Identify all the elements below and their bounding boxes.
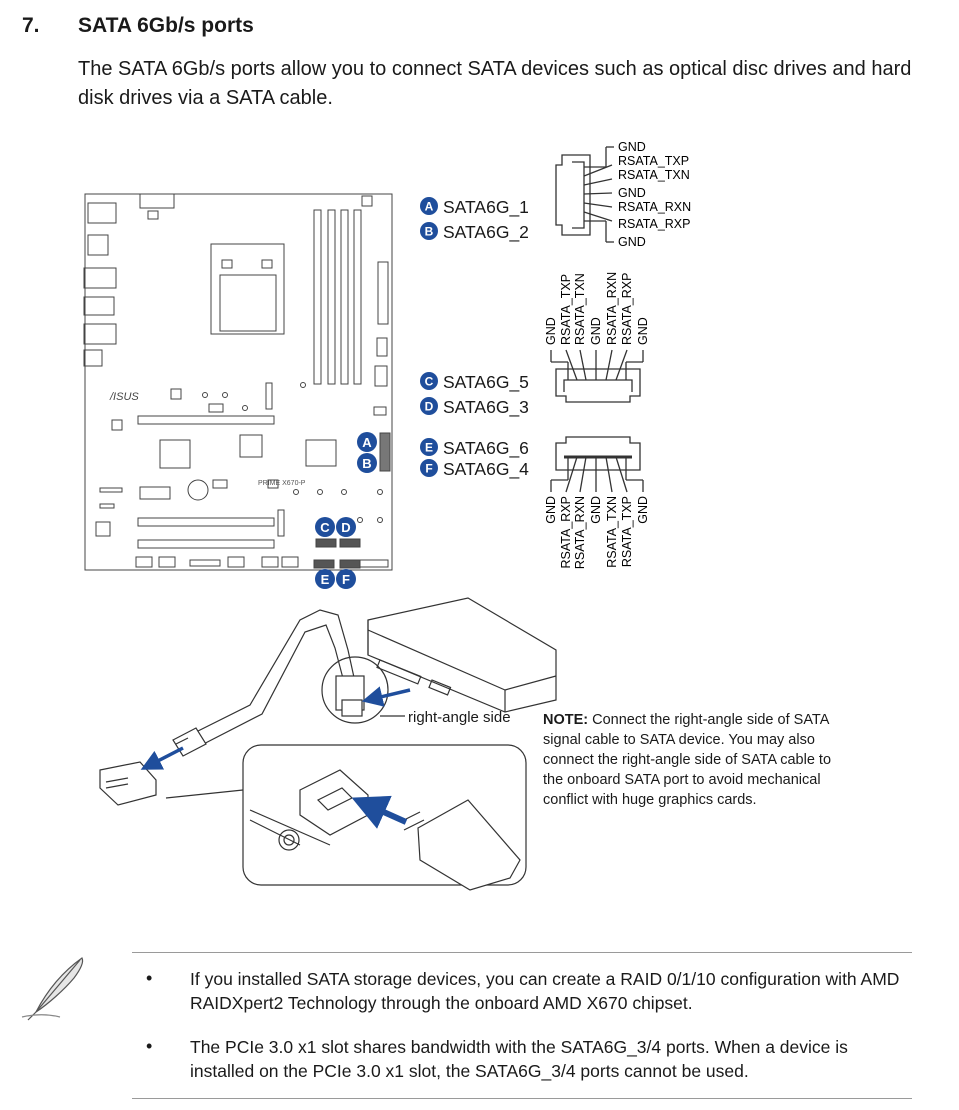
port-label-sata6g-2: SATA6G_2 <box>443 222 529 243</box>
motherboard-illustration <box>83 193 393 571</box>
svg-text:GND: GND <box>589 496 603 524</box>
pinout-ab-labels: GND RSATA_TXP RSATA_TXN GND RSATA_RXN RS… <box>618 140 691 249</box>
svg-text:RSATA_RXP: RSATA_RXP <box>559 496 573 568</box>
svg-text:GND: GND <box>636 496 650 524</box>
svg-text:GND: GND <box>618 186 646 200</box>
svg-text:GND: GND <box>544 496 558 524</box>
section-title: SATA 6Gb/s ports <box>78 14 254 37</box>
svg-text:GND: GND <box>544 317 558 345</box>
port-label-sata6g-6: SATA6G_6 <box>443 438 529 459</box>
pinout-cd-labels: GND RSATA_TXP RSATA_TXN GND RSATA_RXN RS… <box>544 272 650 345</box>
port-label-sata6g-5: SATA6G_5 <box>443 372 529 393</box>
intro-paragraph: The SATA 6Gb/s ports allow you to connec… <box>78 58 912 109</box>
right-angle-callout: right-angle side <box>408 709 511 726</box>
board-badge-a: A <box>362 435 372 450</box>
svg-text:GND: GND <box>618 140 646 154</box>
svg-text:RSATA_RXP: RSATA_RXP <box>618 217 690 231</box>
board-badge-f: F <box>342 572 350 587</box>
tip-raid: If you installed SATA storage devices, y… <box>190 969 900 1013</box>
port-label-sata6g-4: SATA6G_4 <box>443 459 529 480</box>
svg-text:RSATA_TXN: RSATA_TXN <box>605 496 619 568</box>
board-badge-b: B <box>362 456 371 471</box>
port-label-sata6g-1: SATA6G_1 <box>443 197 529 218</box>
svg-text:RSATA_RXN: RSATA_RXN <box>605 272 619 345</box>
bullet-2: • <box>146 1036 153 1056</box>
svg-text:RSATA_TXP: RSATA_TXP <box>620 496 634 567</box>
board-badges: A B C D E F <box>315 432 377 589</box>
pinout-cd <box>550 349 644 403</box>
board-badge-c: C <box>320 520 330 535</box>
svg-text:RSATA_RXN: RSATA_RXN <box>618 200 691 214</box>
svg-text:E: E <box>425 441 433 455</box>
insert-arrows <box>140 686 411 829</box>
board-badge-e: E <box>321 572 330 587</box>
pinout-ab <box>555 146 614 243</box>
svg-text:GND: GND <box>636 317 650 345</box>
svg-text:RSATA_RXN: RSATA_RXN <box>573 496 587 569</box>
board-badge-d: D <box>341 520 350 535</box>
tips-top-rule <box>132 952 912 953</box>
svg-text:F: F <box>425 462 432 476</box>
svg-text:RSATA_TXN: RSATA_TXN <box>573 273 587 345</box>
svg-text:RSATA_TXP: RSATA_TXP <box>559 274 573 345</box>
section-number: 7. <box>22 14 40 37</box>
svg-text:GND: GND <box>589 317 603 345</box>
svg-text:RSATA_TXN: RSATA_TXN <box>618 168 690 182</box>
port-labels: A SATA6G_1 B SATA6G_2 C SATA6G_5 D SATA6… <box>420 197 529 480</box>
note-text: Connect the right-angle side of SATA sig… <box>543 712 832 808</box>
feather-pen-icon <box>21 957 84 1021</box>
cable-drive-illustration <box>99 597 557 891</box>
note-block: NOTE: Connect the right-angle side of SA… <box>543 710 843 810</box>
tips-bottom-rule <box>132 1098 912 1099</box>
board-model-label: PRIME X670-P <box>258 480 306 487</box>
board-brand-logo: /ISUS <box>109 391 139 403</box>
tip-pcie-sharing: The PCIe 3.0 x1 slot shares bandwidth wi… <box>190 1037 848 1081</box>
svg-text:RSATA_RXP: RSATA_RXP <box>620 273 634 345</box>
svg-text:B: B <box>425 225 434 239</box>
note-label: NOTE: <box>543 712 589 728</box>
port-label-sata6g-3: SATA6G_3 <box>443 397 529 418</box>
svg-text:A: A <box>425 200 434 214</box>
pinout-ef-labels: GND RSATA_RXP RSATA_RXN GND RSATA_TXN RS… <box>544 496 650 569</box>
svg-text:C: C <box>425 375 434 389</box>
bullet-1: • <box>146 968 153 988</box>
svg-text:RSATA_TXP: RSATA_TXP <box>618 154 689 168</box>
svg-text:GND: GND <box>618 235 646 249</box>
pinout-ef <box>550 436 644 493</box>
svg-text:D: D <box>425 400 434 414</box>
